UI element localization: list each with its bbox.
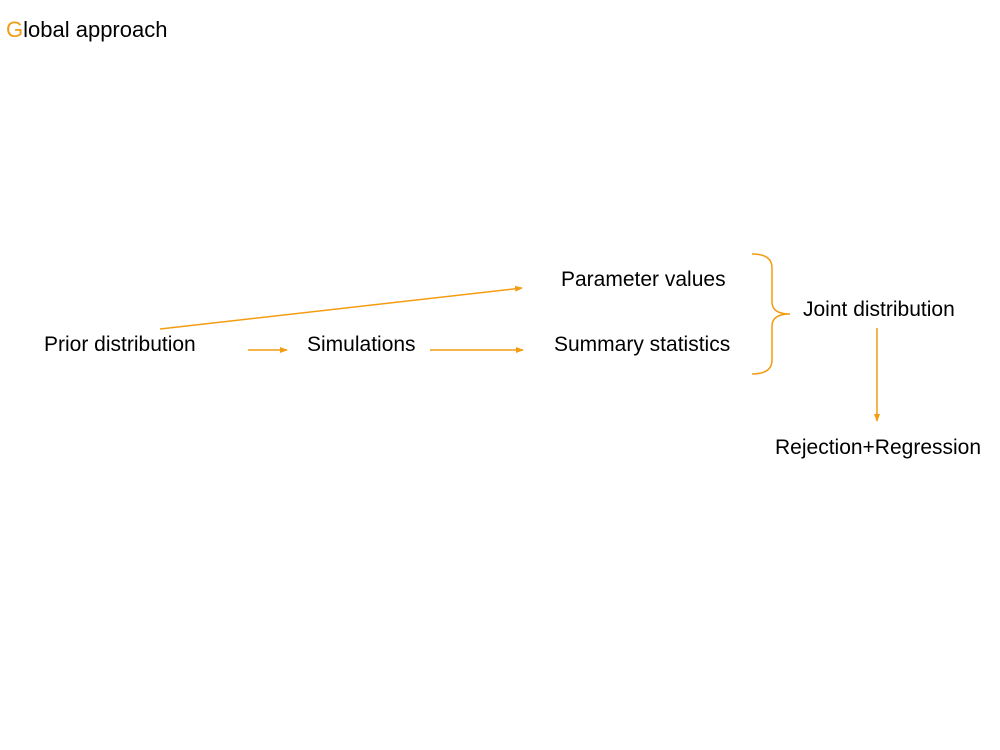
slide-title: Global approach [6,17,167,43]
node-prior-distribution: Prior distribution [44,333,196,356]
node-rejection-regression: Rejection+Regression [775,436,982,459]
grouping-brace [751,253,791,375]
node-joint-distribution: Joint distribution [803,298,955,321]
node-simulations: Simulations [307,333,416,356]
node-summary-statistics: Summary statistics [554,333,731,356]
node-parameter-values: Parameter values [561,268,726,291]
title-accent-letter: G [6,17,24,42]
title-text: lobal approach [23,17,168,42]
arrow-prior-to-parameter [159,285,523,330]
